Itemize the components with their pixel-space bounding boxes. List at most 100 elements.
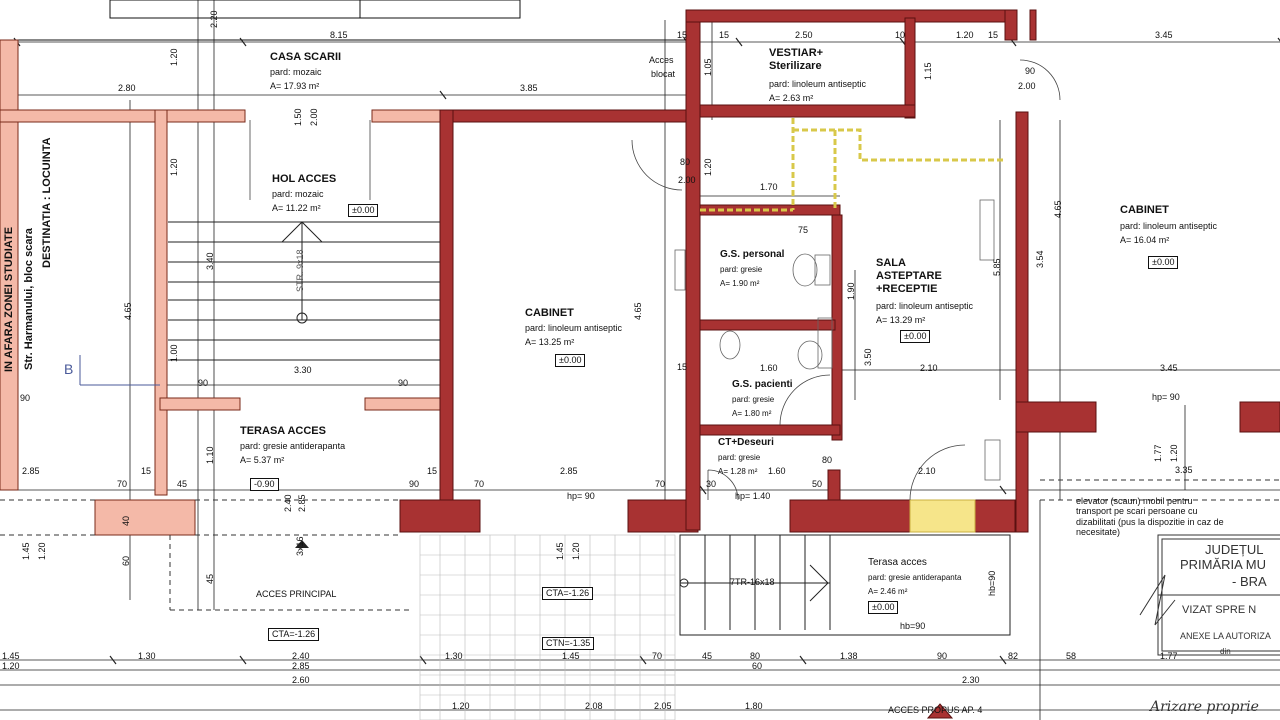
dim-15c: 15 (988, 30, 999, 40)
room-gs-personal-finish: pard: gresie (720, 265, 763, 274)
vdim-465a: 4.65 (123, 302, 133, 320)
vdim-200: 2.00 (309, 108, 319, 126)
dim-15e: 15 (141, 466, 152, 476)
stamp-frame (1139, 534, 1280, 656)
vdim-120e: 1.20 (571, 542, 581, 560)
bdim-120: 1.20 (2, 661, 20, 671)
room-vestiar-1: VESTIAR+ (769, 47, 824, 59)
vdim-60: 60 (121, 555, 131, 566)
dim-30: 30 (706, 479, 717, 489)
label-stairs-left: STR. 9x18 (295, 249, 305, 292)
side-text-2: Str. Harmanului, bloc scara (23, 228, 35, 370)
vdim-120d: 1.20 (37, 542, 47, 560)
bdim-145: 1.45 (2, 651, 20, 661)
dim-90d: 90 (198, 378, 209, 388)
dim-90e: 90 (398, 378, 409, 388)
bdim-80: 80 (750, 651, 761, 661)
room-gs-pacienti-finish: pard: gresie (732, 395, 775, 404)
vdim-105: 1.05 (703, 58, 713, 76)
bdim-90: 90 (937, 651, 948, 661)
vdim-150: 1.50 (293, 108, 303, 126)
dim-70b: 70 (474, 479, 485, 489)
level-cabinet-right: ±0.00 (1148, 256, 1179, 269)
stamp-line-4: VIZAT SPRE N (1182, 604, 1257, 616)
stamp-line-5: ANEXE LA AUTORIZA (1180, 631, 1271, 641)
room-gs-pacienti-area: A= 1.80 m² (732, 409, 772, 418)
vdim-120b: 1.20 (169, 158, 179, 176)
bdim-130: 1.30 (138, 651, 156, 661)
vdim-350: 3.50 (863, 348, 873, 366)
dim-280: 2.80 (118, 83, 136, 93)
vdim-190: 1.90 (846, 282, 856, 300)
sanitary-fixtures (674, 199, 1001, 481)
room-hol-acces: HOL ACCES (272, 173, 337, 185)
dim-10: 10 (895, 30, 906, 40)
dim-70a: 70 (117, 479, 128, 489)
room-ct-deseuri-area: A= 1.28 m² (718, 467, 758, 476)
yellow-dashed-outline (700, 118, 1005, 212)
level-cta-mid: CTA=-1.26 (542, 587, 594, 600)
side-text-3: DESTINATIA : LOCUINTA (41, 137, 53, 268)
room-gs-pacienti: G.S. pacienti (732, 379, 793, 390)
bdim-208: 2.08 (585, 701, 603, 711)
stamp-line-1: JUDEȚUL (1205, 542, 1264, 557)
bdim-205: 2.05 (654, 701, 672, 711)
bdim-138: 1.38 (840, 651, 858, 661)
vdim-220: 2.20 (209, 10, 219, 28)
door-swings (249, 59, 1061, 501)
label-hp-right: hp= 90 (1152, 392, 1180, 402)
level-terasa-right: ±0.00 (868, 601, 899, 614)
stamp-handwriting: Arizare proprie (1150, 699, 1259, 715)
label-hp-dup: hp= 1.40 (735, 491, 771, 501)
new-walls (399, 9, 1280, 533)
room-gs-personal: G.S. personal (720, 249, 785, 260)
bdim-120b: 1.20 (452, 701, 470, 711)
room-cabinet-right-finish: pard: linoleum antiseptic (1120, 221, 1218, 231)
vdim-115: 1.15 (923, 62, 933, 80)
level-hol-acces: ±0.00 (348, 204, 379, 217)
dim-15b: 15 (719, 30, 730, 40)
vdim-354: 3.54 (1035, 250, 1045, 268)
room-cabinet-right: CABINET (1120, 204, 1169, 216)
label-acces-1: Acces (649, 55, 674, 65)
yellow-zones (909, 499, 976, 533)
level-cabinet-center: ±0.00 (555, 354, 586, 367)
level-ctn-mid: CTN=-1.35 (542, 637, 595, 650)
label-hb: hb=90 (900, 621, 926, 631)
stamp-line-2: PRIMĂRIA MU (1180, 557, 1266, 572)
bdim-82: 82 (1008, 651, 1019, 661)
level-sala: ±0.00 (900, 330, 931, 343)
label-acces-2: blocat (651, 69, 676, 79)
entry-arrow-icon (295, 540, 309, 548)
dim-70c: 70 (655, 479, 666, 489)
room-cabinet-center: CABINET (525, 307, 574, 319)
dim-345a: 3.45 (1155, 30, 1173, 40)
room-sala-3: +RECEPTIE (876, 283, 938, 295)
dim-90b: 90 (409, 479, 420, 489)
dim-330: 3.30 (294, 365, 312, 375)
stamp-line-3: - BRA (1232, 574, 1267, 589)
dim-285b: 2.85 (560, 466, 578, 476)
room-hol-acces-area: A= 11.22 m² (272, 203, 321, 213)
vdim-120a: 1.20 (169, 48, 179, 66)
dim-160b: 1.60 (768, 466, 786, 476)
dimension-ticks (13, 37, 1280, 665)
vdim-177: 1.77 (1153, 444, 1163, 462)
existing-walls (0, 39, 448, 536)
dim-90c: 90 (20, 393, 31, 403)
room-vestiar-area: A= 2.63 m² (769, 93, 814, 103)
bdim-180: 1.80 (745, 701, 763, 711)
vdim-585: 5.85 (992, 258, 1002, 276)
bdim-45: 45 (702, 651, 713, 661)
room-cabinet-right-area: A= 16.04 m² (1120, 235, 1170, 245)
room-terasa-right: Terasa acces (868, 557, 927, 568)
room-cabinet-center-finish: pard: linoleum antiseptic (525, 323, 623, 333)
room-casa-scarii: CASA SCARII (270, 51, 342, 63)
bdim-145b: 1.45 (562, 651, 580, 661)
dim-815: 8.15 (330, 30, 348, 40)
vdim-465b: 4.65 (633, 302, 643, 320)
dim-50: 50 (812, 479, 823, 489)
dim-80b: 80 (822, 455, 833, 465)
